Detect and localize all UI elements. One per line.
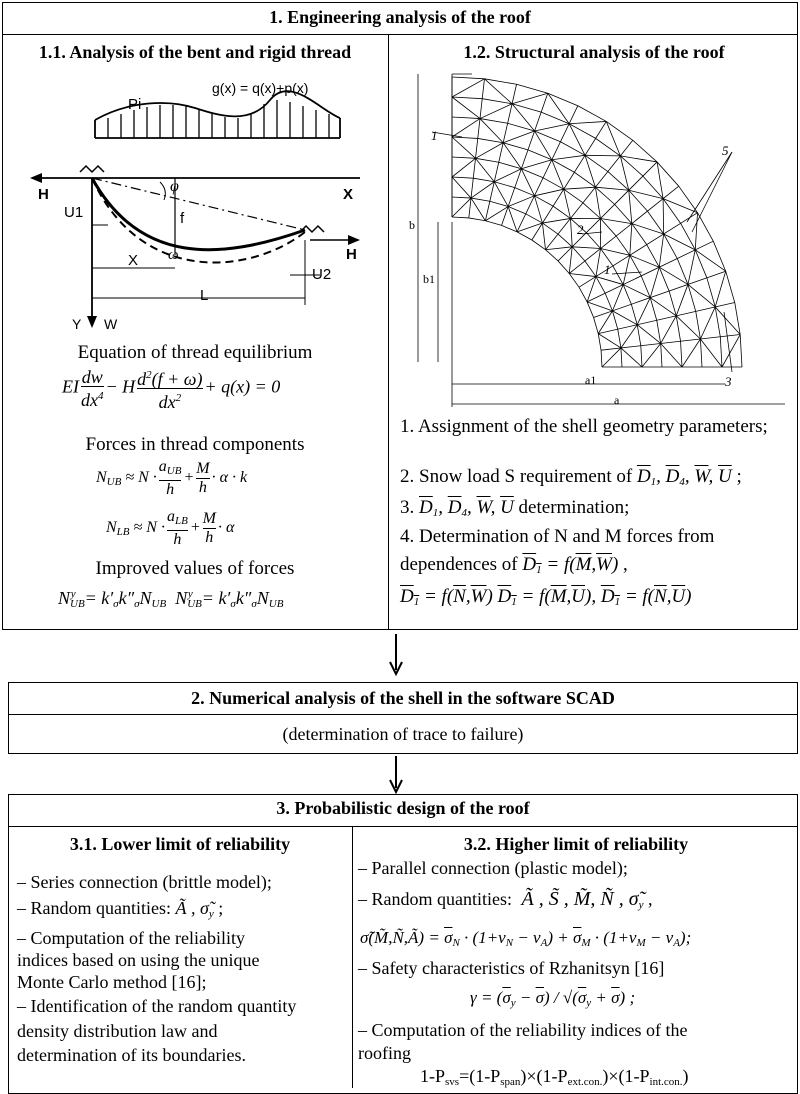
lower-item-4a: – Identification of the random quantity: [17, 996, 296, 1017]
upper-item-1: – Parallel connection (plastic model);: [358, 858, 628, 879]
flow-arrow-2: [388, 754, 408, 798]
reliability-product-prefix: 1-P: [420, 1066, 445, 1086]
lower-item-2: – Random quantities: Ã , σ̃y ;: [17, 898, 223, 920]
lower-item-2-text: – Random quantities:: [17, 898, 171, 918]
step-3-text: determination;: [519, 497, 630, 518]
lower-item-4c: determination of its boundaries.: [17, 1045, 246, 1066]
section2-title: 2. Numerical analysis of the shell in th…: [8, 688, 798, 709]
improved-title: Improved values of forces: [2, 558, 388, 580]
x-axis-label: X: [343, 186, 353, 203]
x-dim-label: X: [128, 252, 138, 269]
lower-item-3c: Monte Carlo method [16];: [17, 972, 206, 993]
section2-subtitle: (determination of trace to failure): [8, 724, 798, 745]
h-left-label: H: [38, 186, 49, 203]
u1-label: U1: [64, 204, 83, 221]
stress-equation: σ̃(M̃,Ñ,Ã) = σN · (1+νN − νA) + σM · (1+…: [360, 928, 691, 949]
step-1: 1. Assignment of the shell geometry para…: [400, 416, 780, 438]
w-axis-label: W: [104, 316, 117, 332]
section3-column-divider: [352, 826, 353, 1088]
load-function-label: g(x) = q(x)+p(x): [212, 80, 308, 96]
mesh-label-b1: b1: [423, 272, 435, 287]
section2-divider: [8, 714, 798, 715]
step-3: 3. D1, D4, W, U determination;: [400, 497, 629, 519]
subsection-1-2-title: 1.2. Structural analysis of the roof: [390, 42, 798, 63]
upper-item-4b: roofing: [358, 1043, 411, 1064]
step-4-prefix: dependences of: [400, 554, 518, 575]
reliability-product-equation: 1-Psvs=(1-Pspan)×(1-Pext.con.)×(1-Pint.c…: [420, 1066, 689, 1088]
lower-item-3b: indices based on using the unique: [17, 950, 259, 971]
flow-arrow-1: [388, 630, 408, 680]
step-2-text: 2. Snow load S requirement of: [400, 466, 632, 487]
equilibrium-title: Equation of thread equilibrium: [2, 342, 388, 364]
section3-title: 3. Probabilistic design of the roof: [8, 798, 798, 819]
mesh-label-5: 5: [722, 143, 729, 159]
safety-equation: γ = (σy − σ) / √(σy + σ) ;: [470, 988, 635, 1009]
lower-item-3a: – Computation of the reliability: [17, 928, 245, 949]
lower-item-1: – Series connection (brittle model);: [17, 872, 272, 893]
mesh-label-b: b: [409, 218, 415, 233]
upper-item-2-text: – Random quantities:: [358, 889, 512, 909]
section1-column-divider: [388, 34, 389, 630]
point-load-label: Pi: [128, 96, 141, 113]
y-axis-label: Y: [72, 316, 81, 332]
lower-item-4b: density distribution law and: [17, 1021, 217, 1042]
section1-title: 1. Engineering analysis of the roof: [2, 7, 798, 28]
subsection-3-1-title: 3.1. Lower limit of reliability: [8, 834, 352, 855]
mesh-label-1a: 1: [431, 128, 438, 144]
u2-label: U2: [312, 266, 331, 283]
step-4-line2: dependences of D1 = f(M,W) ,: [400, 554, 628, 576]
subsection-3-2-title: 3.2. Higher limit of reliability: [354, 834, 798, 855]
f-label: f: [180, 210, 184, 227]
upper-item-3: – Safety characteristics of Rzhanitsyn […: [358, 958, 664, 979]
upper-item-2: – Random quantities: Ã , S̃ , M̃, Ñ , σ̃…: [358, 888, 652, 911]
mesh-label-a1: a1: [585, 373, 596, 388]
upper-item-4a: – Computation of the reliability indices…: [358, 1020, 687, 1041]
phi-label: φ: [170, 178, 179, 196]
l-label: L: [200, 287, 208, 304]
section3-title-divider: [8, 826, 798, 827]
mesh-label-3: 3: [725, 374, 732, 390]
forces-title: Forces in thread components: [2, 434, 388, 456]
mesh-label-2: 2: [577, 222, 584, 238]
mesh-label-1b: 1: [604, 262, 611, 278]
step-4-line3: D1 = f(N,W) D1 = f(M,U), D1 = f(N,U): [400, 586, 692, 608]
step-4: 4. Determination of N and M forces from: [400, 526, 714, 548]
h-right-label: H: [346, 246, 357, 263]
mesh-label-a: a: [614, 393, 619, 408]
step-2: 2. Snow load S requirement of D1, D4, W,…: [400, 466, 742, 488]
shell-mesh-diagram: [400, 72, 796, 412]
subsection-1-1-title: 1.1. Analysis of the bent and rigid thre…: [2, 42, 388, 63]
omega-label: ω: [168, 247, 179, 264]
section1-title-divider: [2, 34, 798, 35]
improved-equation: NUBy = k′σk″σNUB NUBy = k′σk″σNUB: [58, 588, 283, 610]
